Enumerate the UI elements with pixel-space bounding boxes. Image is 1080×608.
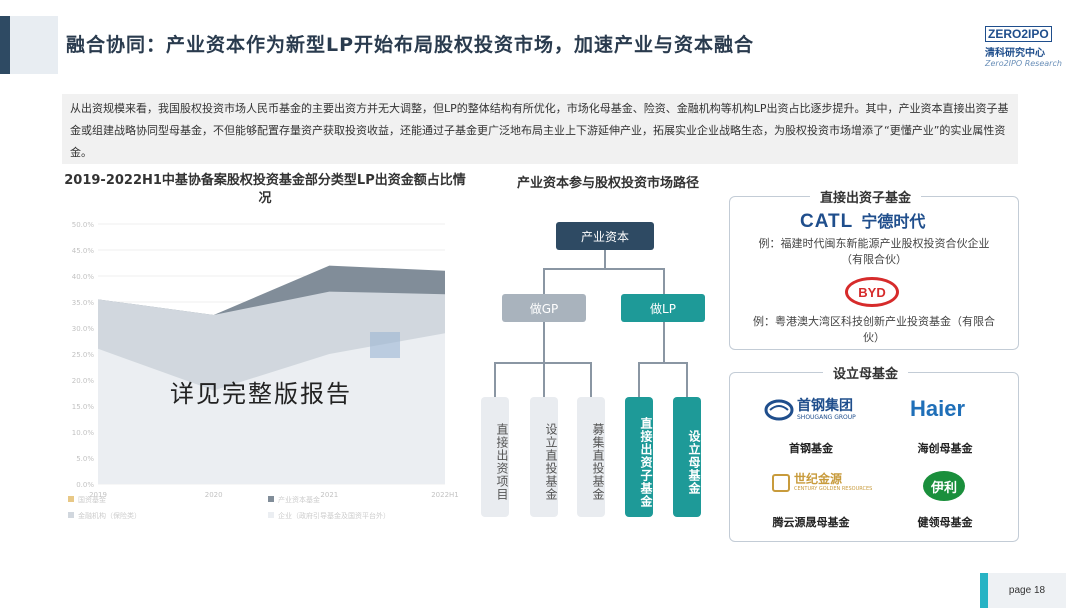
yili-logo: 伊利: [923, 471, 965, 501]
report-watermark-text: 详见完整版报告: [170, 380, 352, 408]
chart-title: 2019-2022H1中基协备案股权投资基金部分类型LP出资金额占比情况: [64, 173, 466, 206]
shougang-wordmark: 首钢集团: [797, 398, 853, 414]
caption-shougang: 首钢基金: [789, 442, 833, 455]
legend-label: 企业（政府引导基金及国资平台外）: [278, 511, 390, 520]
byd-example: 例：粤港澳大湾区科技创新产业投资基金（有限合伙）: [753, 315, 995, 344]
catl-cn-wordmark: 宁德时代: [861, 212, 926, 231]
node-as-lp: 做LP: [621, 294, 705, 322]
caption-century-golden: 腾云源晟母基金: [772, 516, 850, 529]
area-chart: 0.0% 5.0% 10.0% 15.0% 20.0% 25.0% 30.0% 35.0% 40…: [68, 221, 459, 520]
century-golden-wordmark: 世纪金源: [794, 472, 843, 486]
node-industrial-capital: 产业资本: [556, 222, 654, 250]
century-golden-en-wordmark: CENTURY GOLDEN RESOURCES: [794, 486, 873, 492]
catl-wordmark: CATL: [800, 211, 854, 232]
legend-swatch: [68, 512, 74, 518]
catl-example: 例：福建时代闽东新能源产业股权投资合伙企业（有限合伙）: [758, 237, 990, 266]
x-tick-label: 2021: [320, 491, 338, 499]
page-number: page 18: [988, 573, 1066, 608]
legend-label: 国资基金: [78, 495, 106, 504]
y-tick-label: 40.0%: [72, 273, 95, 281]
connector: [686, 362, 688, 398]
connector: [638, 362, 640, 398]
intro-paragraph: 从出资规模来看，我国股权投资市场人民币基金的主要出资方并无大调整，但LP的整体结…: [62, 94, 1018, 164]
legend-swatch: [268, 512, 274, 518]
y-tick-label: 5.0%: [76, 455, 94, 463]
y-tick-label: 35.0%: [72, 299, 95, 307]
legend-label: 金融机构（保险类）: [78, 511, 141, 520]
connector: [543, 362, 545, 398]
legend-swatch: [268, 496, 274, 502]
y-tick-label: 15.0%: [72, 403, 95, 411]
node-direct-project: 直接出资项目: [481, 397, 509, 517]
y-tick-label: 30.0%: [72, 325, 95, 333]
y-tick-label: 50.0%: [72, 221, 95, 229]
footer-accent: [980, 573, 988, 608]
x-tick-label: 2022H1: [431, 491, 459, 499]
century-golden-emblem-icon: [772, 473, 790, 492]
y-tick-label: 25.0%: [72, 351, 95, 359]
area-series-2: [98, 333, 445, 484]
y-tick-label: 0.0%: [76, 481, 94, 489]
connector: [663, 268, 665, 294]
shougang-logo: 首钢集团 SHOUGANG GROUP: [764, 398, 856, 422]
logo-cn-text: 清科研究中心: [985, 48, 1045, 59]
connector: [590, 362, 592, 398]
x-tick-label: 2019: [89, 491, 107, 499]
connector: [543, 322, 545, 362]
direct-subfund-title: 直接出资子基金: [810, 187, 922, 206]
node-as-gp: 做GP: [502, 294, 586, 322]
yili-wordmark: 伊利: [930, 480, 957, 496]
haier-logo: Haier: [910, 396, 966, 421]
connector: [543, 268, 665, 270]
connector: [543, 268, 545, 294]
connector: [494, 362, 496, 398]
connector: [638, 362, 688, 364]
caption-yili: 健领母基金: [917, 516, 973, 529]
legend-label: 产业资本基金: [278, 495, 320, 504]
y-tick-label: 10.0%: [72, 429, 95, 437]
shougang-en-wordmark: SHOUGANG GROUP: [797, 414, 856, 421]
watermark-logo-icon: [370, 332, 400, 358]
node-raise-direct-fund: 募集直投基金: [577, 397, 605, 517]
catl-logo: CATL 宁德时代: [800, 208, 925, 233]
page-title: 融合协同：产业资本作为新型LP开始布局股权投资市场，加速产业与资本融合: [66, 34, 755, 56]
zero2ipo-logo: ZERO2IPO 清科研究中心 Zero2IPO Research: [985, 26, 1065, 74]
x-tick-label: 2020: [205, 491, 223, 499]
mother-fund-title: 设立母基金: [823, 363, 909, 382]
logo-en-text: Zero2IPO Research: [985, 59, 1062, 68]
y-tick-label: 20.0%: [72, 377, 95, 385]
node-direct-subfund: 直接出资子基金: [625, 397, 653, 517]
header-accent-bar: [0, 16, 10, 74]
legend-swatch: [68, 496, 74, 502]
byd-wordmark: BYD: [858, 284, 886, 300]
caption-haier: 海创母基金: [917, 442, 973, 455]
century-golden-logo: 世纪金源 CENTURY GOLDEN RESOURCES: [772, 472, 872, 493]
logo-wordmark: ZERO2IPO: [985, 26, 1052, 42]
node-setup-direct-fund: 设立直投基金: [530, 397, 558, 517]
flow-title: 产业资本参与股权投资市场路径: [516, 176, 699, 191]
shougang-emblem-icon: [764, 399, 794, 421]
node-setup-mother-fund: 设立母基金: [673, 397, 701, 517]
connector: [663, 322, 665, 362]
byd-logo: BYD: [845, 277, 899, 307]
connector: [604, 250, 606, 268]
y-tick-label: 45.0%: [72, 247, 95, 255]
header-accent-block: [10, 16, 58, 74]
